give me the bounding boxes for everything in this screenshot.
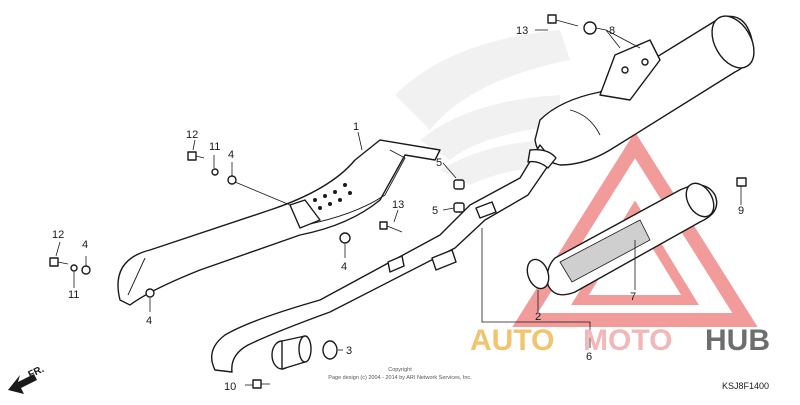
muffler-body	[534, 15, 755, 166]
gasket-3	[322, 340, 338, 360]
exhaust-pipe	[211, 144, 557, 373]
callout-10: 10	[224, 381, 236, 393]
callout-7: 7	[630, 291, 636, 303]
callout-4: 4	[82, 239, 88, 251]
callout-8: 8	[609, 25, 615, 37]
diagram-code: KSJ8F1400	[722, 381, 769, 391]
callout-13: 13	[392, 199, 404, 211]
callout-9: 9	[738, 205, 744, 217]
gasket-2	[526, 258, 550, 290]
callout-13: 13	[516, 25, 528, 37]
callout-1: 1	[353, 121, 359, 133]
callout-12: 12	[52, 229, 64, 241]
callout-11: 11	[68, 289, 79, 301]
front-direction-arrow: FR.	[8, 364, 46, 394]
watermark-hub: HUB	[705, 324, 770, 357]
leader-lines	[55, 27, 742, 386]
watermark-auto: AUTO	[470, 324, 554, 357]
callout-4: 4	[146, 315, 152, 327]
callout-3: 3	[346, 345, 352, 357]
automotohub-watermark: AUTO MOTO HUB	[470, 324, 770, 357]
callout-labels: 1 2 3 4 4 4 4 5 5 6 7 8 9 10 11 11 12 12…	[52, 25, 744, 393]
callout-4: 4	[341, 261, 347, 273]
hardware	[49, 14, 747, 389]
callout-5: 5	[436, 157, 442, 169]
exhaust-joint	[271, 335, 312, 370]
callout-4: 4	[228, 149, 234, 161]
direction-label: FR.	[27, 364, 46, 381]
copyright-line-1: Copyright	[388, 367, 412, 373]
copyright-line-2: Page design (c) 2004 - 2014 by ARI Netwo…	[328, 375, 472, 381]
callout-12: 12	[186, 129, 198, 141]
muffler-protector	[117, 139, 441, 306]
watermark-moto: MOTO	[583, 324, 672, 357]
callout-2: 2	[535, 311, 541, 323]
callout-11: 11	[209, 141, 220, 153]
callout-6: 6	[586, 351, 592, 363]
callout-5: 5	[432, 205, 438, 217]
